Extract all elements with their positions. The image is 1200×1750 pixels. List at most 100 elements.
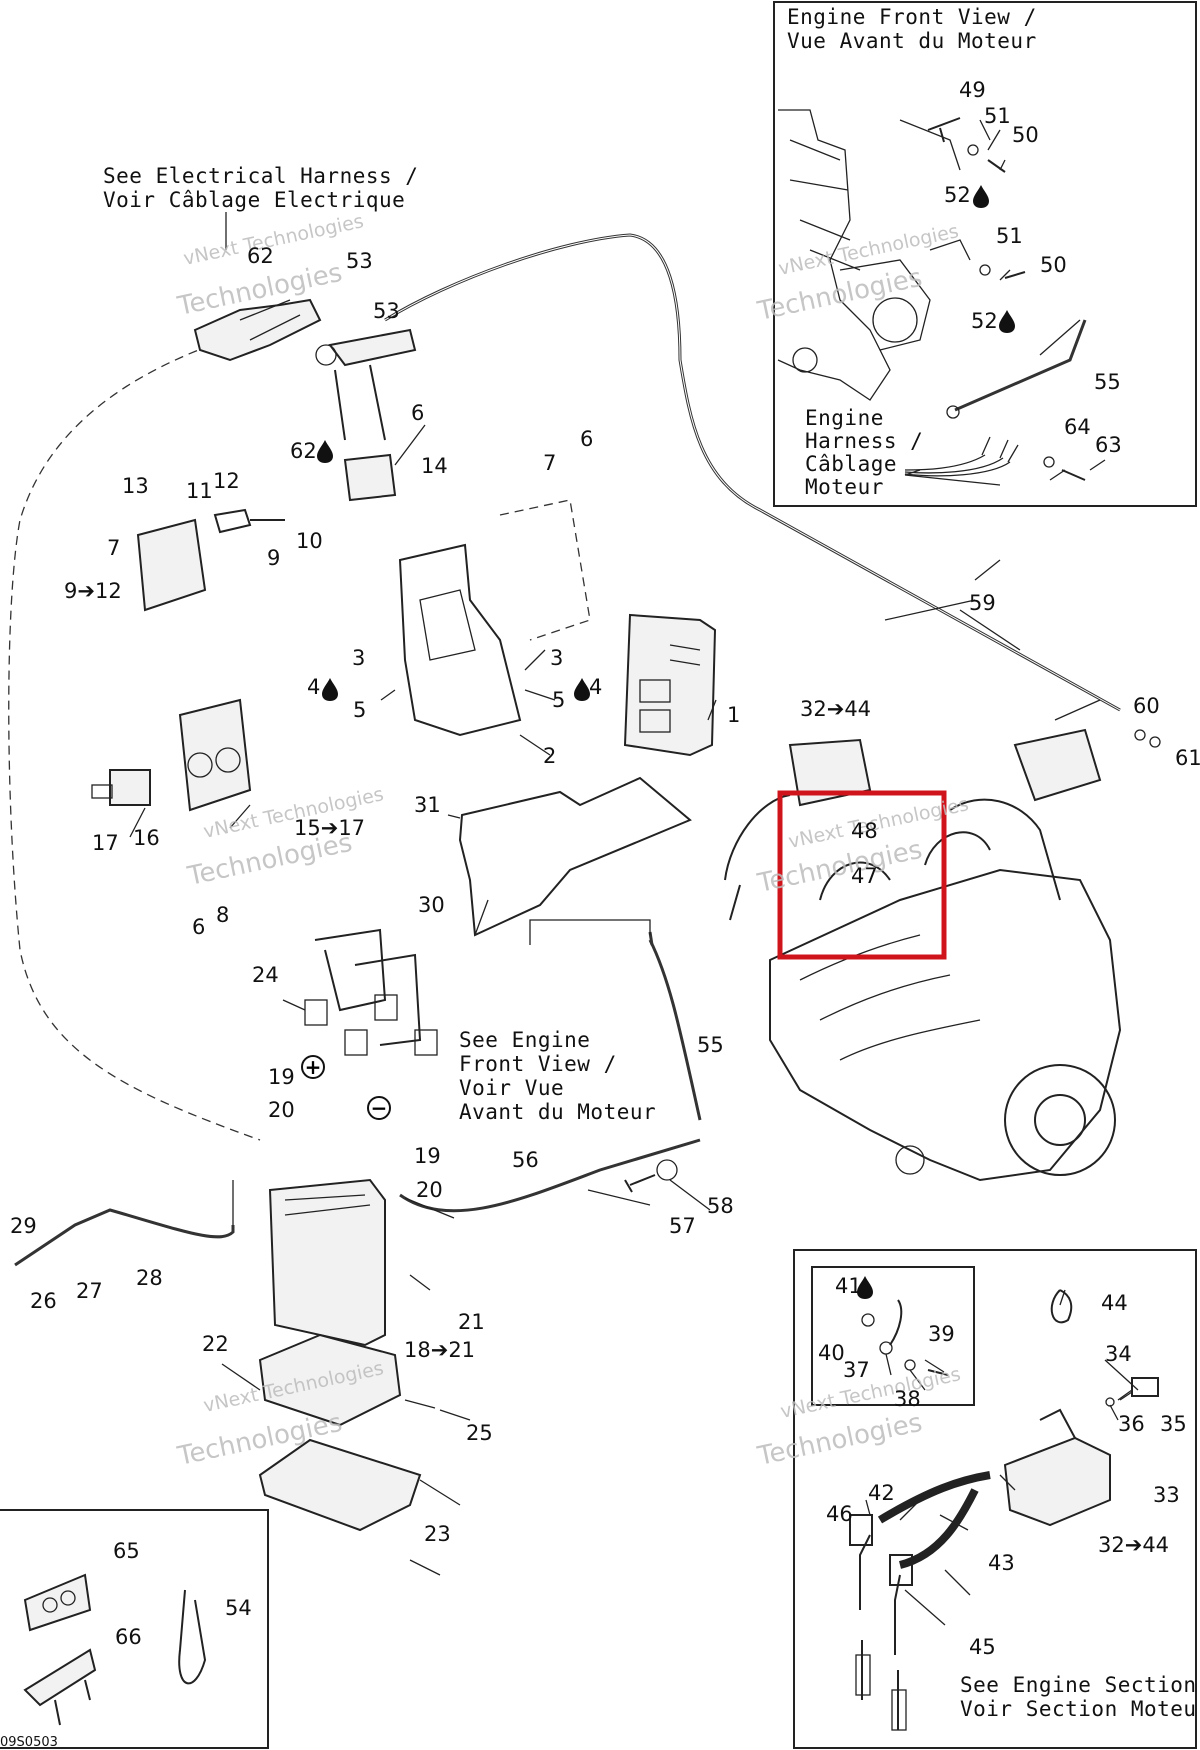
callout-66: 66 [115, 1625, 142, 1649]
callout-14: 14 [421, 454, 448, 478]
svg-text:Câblage: Câblage [805, 452, 897, 476]
callout-12: 12 [213, 469, 240, 493]
callout-49: 49 [959, 78, 986, 102]
callout-52a: 52 [944, 183, 971, 207]
callout-52b: 52 [971, 309, 998, 333]
callout-3a: 3 [352, 646, 365, 670]
engine-front-view-line2: Vue Avant du Moteur [787, 29, 1037, 53]
callout-63: 63 [1095, 433, 1122, 457]
callout-50a: 50 [1012, 123, 1039, 147]
svg-text:Engine Front View /: Engine Front View / [787, 5, 1037, 29]
callout-37: 37 [843, 1358, 870, 1382]
callout-53b: 53 [373, 299, 400, 323]
callout-21: 21 [458, 1310, 485, 1334]
callout-15-17: 15➔17 [294, 816, 365, 840]
callout-22: 22 [202, 1332, 229, 1356]
callout-8: 8 [216, 903, 229, 927]
svg-text:See Engine: See Engine [459, 1028, 590, 1052]
callout-56: 56 [512, 1148, 539, 1172]
callout-34: 34 [1105, 1342, 1132, 1366]
see-engine-front-line2: Front View / [459, 1052, 617, 1076]
callouts: 1 2 3 3 4 4 5 5 6 6 6 7 7 8 9 9➔12 10 11… [10, 78, 1200, 1659]
svg-text:Voir Câblage Electrique: Voir Câblage Electrique [103, 188, 405, 212]
svg-text:Voir Section Moteur: Voir Section Moteur [960, 1697, 1200, 1721]
leader-lines [129, 119, 1139, 1626]
callout-33: 33 [1153, 1483, 1180, 1507]
callout-11: 11 [186, 479, 213, 503]
svg-text:Technologies: Technologies [754, 1408, 925, 1472]
callout-27: 27 [76, 1279, 103, 1303]
inset-accessories [0, 1509, 269, 1749]
callout-36: 36 [1118, 1412, 1145, 1436]
cables [8, 233, 1121, 1267]
callout-62b: 62 [290, 439, 317, 463]
callout-19a: 19 [268, 1065, 295, 1089]
inset-engine-front-view: Engine Front View / Vue Avant du Moteur … [773, 1, 1197, 507]
callout-47: 47 [851, 864, 878, 888]
callout-17: 17 [92, 831, 119, 855]
callout-9-12: 9➔12 [64, 579, 122, 603]
drop-icon [973, 185, 989, 208]
callout-55b: 55 [697, 1033, 724, 1057]
svg-text:Harness /: Harness / [805, 429, 923, 453]
svg-text:Vue Avant du Moteur: Vue Avant du Moteur [787, 29, 1037, 53]
figure-code: 09S0503 [0, 1735, 58, 1750]
watermark-7: vNext Technologies [776, 220, 960, 280]
callout-59: 59 [969, 591, 996, 615]
callout-48: 48 [851, 819, 878, 843]
callout-5b: 5 [552, 688, 565, 712]
drop-icon [857, 1276, 873, 1299]
callout-51b: 51 [996, 224, 1023, 248]
notes: See Electrical Harness / Voir Câblage El… [0, 164, 656, 1750]
engine-harness-line2: Harness / [805, 429, 923, 453]
drop-icon [317, 440, 333, 463]
callout-6c: 6 [192, 915, 205, 939]
drop-icon [999, 310, 1015, 333]
callout-29: 29 [10, 1214, 37, 1238]
callout-55a: 55 [1094, 370, 1121, 394]
drop-icon [322, 678, 338, 701]
callout-58: 58 [707, 1194, 734, 1218]
callout-54: 54 [225, 1596, 252, 1620]
callout-18-21: 18➔21 [404, 1338, 475, 1362]
callout-42: 42 [868, 1481, 895, 1505]
positive-terminal-icon [301, 1055, 325, 1079]
callout-39: 39 [928, 1322, 955, 1346]
svg-text:Moteur: Moteur [805, 475, 884, 499]
svg-text:vNext Technologies: vNext Technologies [776, 220, 960, 280]
callout-24: 24 [252, 963, 279, 987]
callout-61: 61 [1175, 746, 1200, 770]
engine-harness-line1: Engine [805, 406, 884, 430]
callout-20b: 20 [416, 1178, 443, 1202]
watermark-11: vNext Technologies [778, 1363, 962, 1423]
callout-46: 46 [826, 1502, 853, 1526]
callout-32-44a: 32➔44 [800, 697, 871, 721]
callout-64: 64 [1064, 415, 1091, 439]
callout-28: 28 [136, 1266, 163, 1290]
svg-text:Front View /: Front View / [459, 1052, 617, 1076]
callout-6b: 6 [580, 427, 593, 451]
callout-32-44b: 32➔44 [1098, 1533, 1169, 1557]
svg-text:Avant du Moteur: Avant du Moteur [459, 1100, 656, 1124]
callout-3b: 3 [550, 646, 563, 670]
callout-23: 23 [424, 1522, 451, 1546]
callout-4b: 4 [589, 675, 602, 699]
callout-6a: 6 [411, 401, 424, 425]
callout-2: 2 [543, 744, 556, 768]
engine-section-line1: See Engine Section / [960, 1673, 1200, 1697]
see-engine-front-line1: See Engine [459, 1028, 590, 1052]
callout-7b: 7 [107, 536, 120, 560]
see-engine-front-line3: Voir Vue [459, 1076, 564, 1100]
symbols: + − [301, 185, 1015, 1299]
callout-50b: 50 [1040, 253, 1067, 277]
callout-4a: 4 [307, 675, 320, 699]
callout-16: 16 [133, 826, 160, 850]
callout-10: 10 [296, 529, 323, 553]
negative-terminal-icon [367, 1096, 391, 1120]
callout-19b: 19 [414, 1144, 441, 1168]
callout-9: 9 [267, 546, 280, 570]
callout-31: 31 [414, 793, 441, 817]
callout-45: 45 [969, 1635, 996, 1659]
callout-1: 1 [727, 703, 740, 727]
